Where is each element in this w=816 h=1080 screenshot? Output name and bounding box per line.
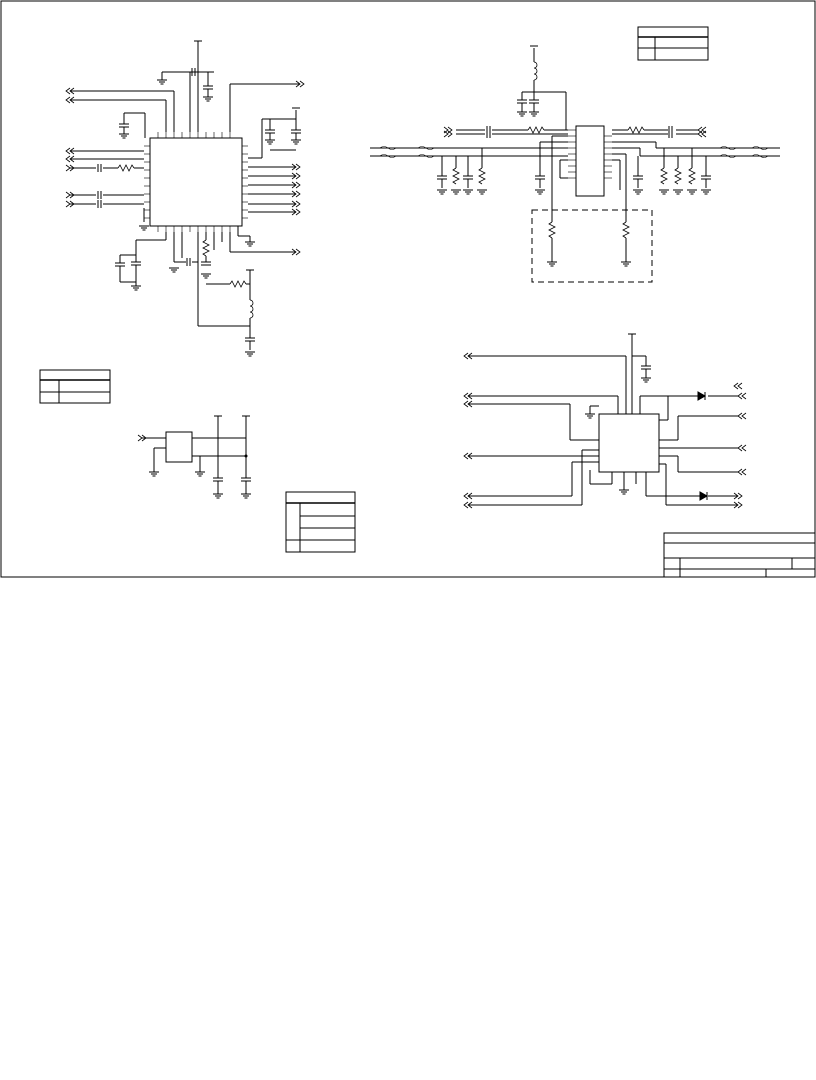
- left-main-ic: [149, 137, 243, 227]
- sheet-border: [0, 0, 816, 578]
- right-bottom-ic-block: [463, 333, 747, 509]
- right-top-table: [637, 26, 709, 61]
- left-ic-block: [65, 40, 305, 357]
- center-bottom-table: [285, 491, 356, 553]
- optional-components-box: [531, 209, 653, 283]
- left-revision-table: [39, 369, 111, 404]
- right-top-connector-block: [370, 26, 780, 283]
- title-block: [663, 532, 816, 578]
- right-bottom-ic: [598, 413, 660, 473]
- connector-header: [575, 125, 605, 197]
- small-regulator: [137, 415, 252, 499]
